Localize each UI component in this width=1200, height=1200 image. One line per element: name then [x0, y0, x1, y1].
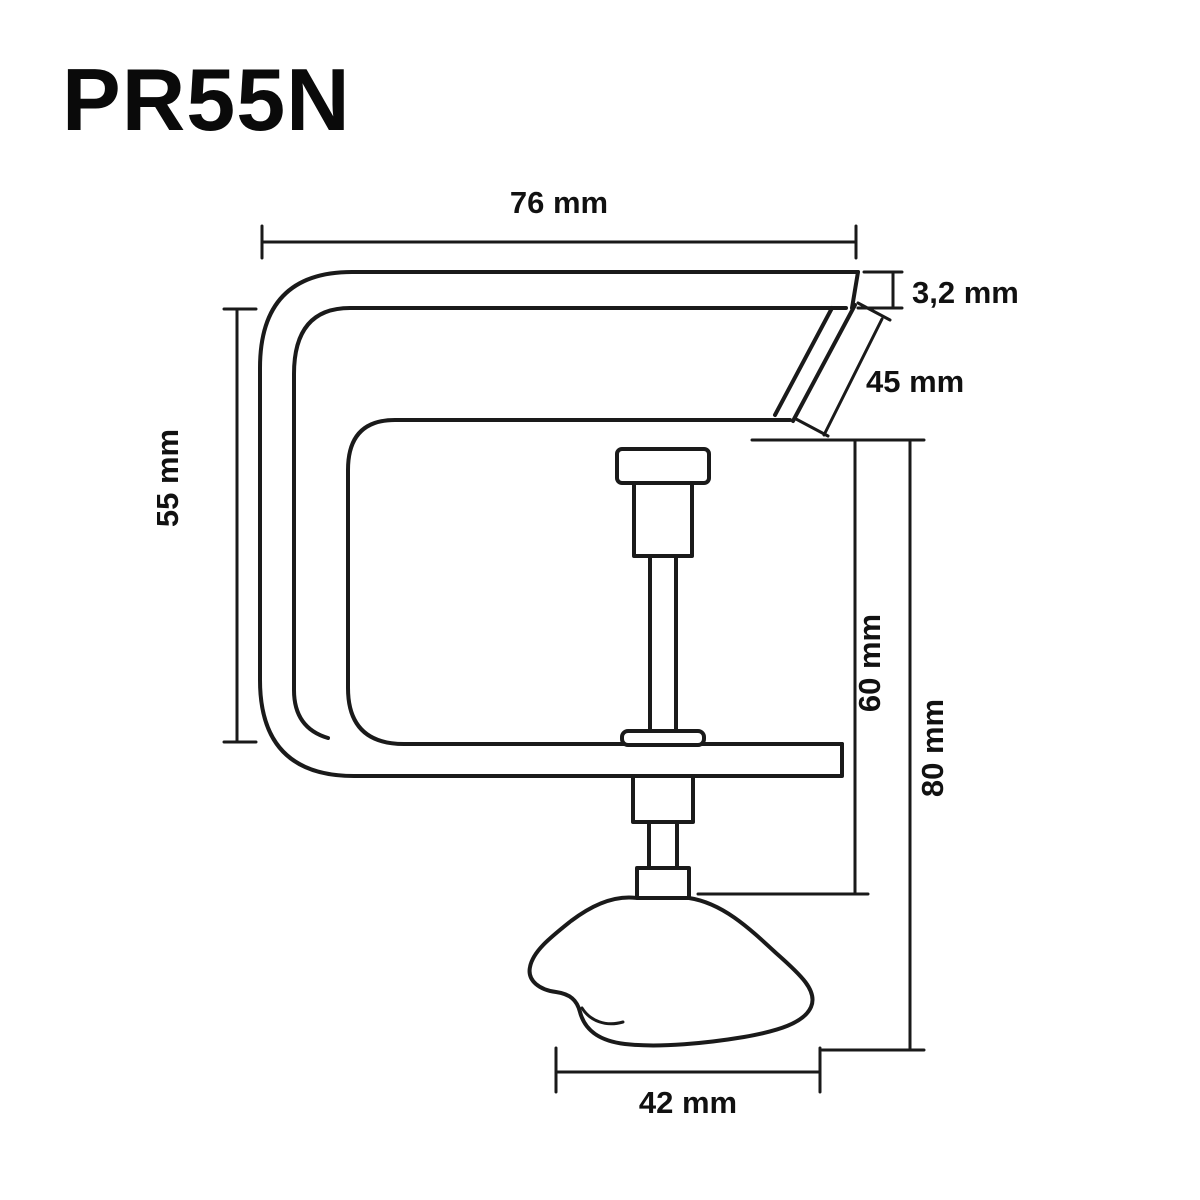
knob-crease — [580, 1006, 625, 1026]
dim-45-label: 45 mm — [866, 364, 964, 399]
screw-washer — [620, 729, 706, 747]
screw-knob — [527, 895, 815, 1048]
dimension-plate-thickness: 3,2 mm — [856, 270, 1019, 310]
dim-42-label: 42 mm — [639, 1085, 737, 1120]
dim-45-line — [822, 317, 884, 437]
clamp-inner-opening — [346, 418, 844, 746]
clamp-outer-contour — [258, 270, 860, 778]
dimension-knob-width: 42 mm — [554, 1046, 822, 1120]
jaw-slant-inner — [773, 306, 834, 417]
dim-80-label: 80 mm — [915, 699, 950, 797]
screw-rod-lower — [647, 820, 679, 870]
screw-hub — [635, 866, 691, 900]
clamp-top-arm-underside — [292, 306, 848, 740]
dimension-screw-length: 60 mm — [696, 438, 926, 896]
dim-60-label: 60 mm — [852, 614, 887, 712]
dim-55-label: 55 mm — [150, 429, 185, 527]
screw-rod-upper — [648, 554, 678, 738]
plate-end-face — [850, 270, 860, 310]
dim-32-label: 3,2 mm — [912, 275, 1019, 310]
dimension-top-width: 76 mm — [260, 185, 858, 260]
dim-76-label: 76 mm — [510, 185, 608, 220]
page-title: PR55N — [62, 50, 351, 149]
screw-body-lower — [631, 774, 695, 824]
screw-neck — [632, 481, 694, 558]
dim-45-tick-bottom — [794, 417, 830, 438]
dimension-opening-height: 55 mm — [150, 307, 258, 744]
screw-assembly — [527, 447, 815, 1048]
dim-45-tick-top — [856, 301, 892, 322]
clamp-body — [258, 270, 860, 778]
dimension-jaw-slant: 45 mm — [794, 301, 964, 438]
dimension-lower-total-height: 80 mm — [820, 438, 950, 1052]
jaw-slant-outer — [791, 303, 857, 423]
screw-pad — [615, 447, 711, 485]
